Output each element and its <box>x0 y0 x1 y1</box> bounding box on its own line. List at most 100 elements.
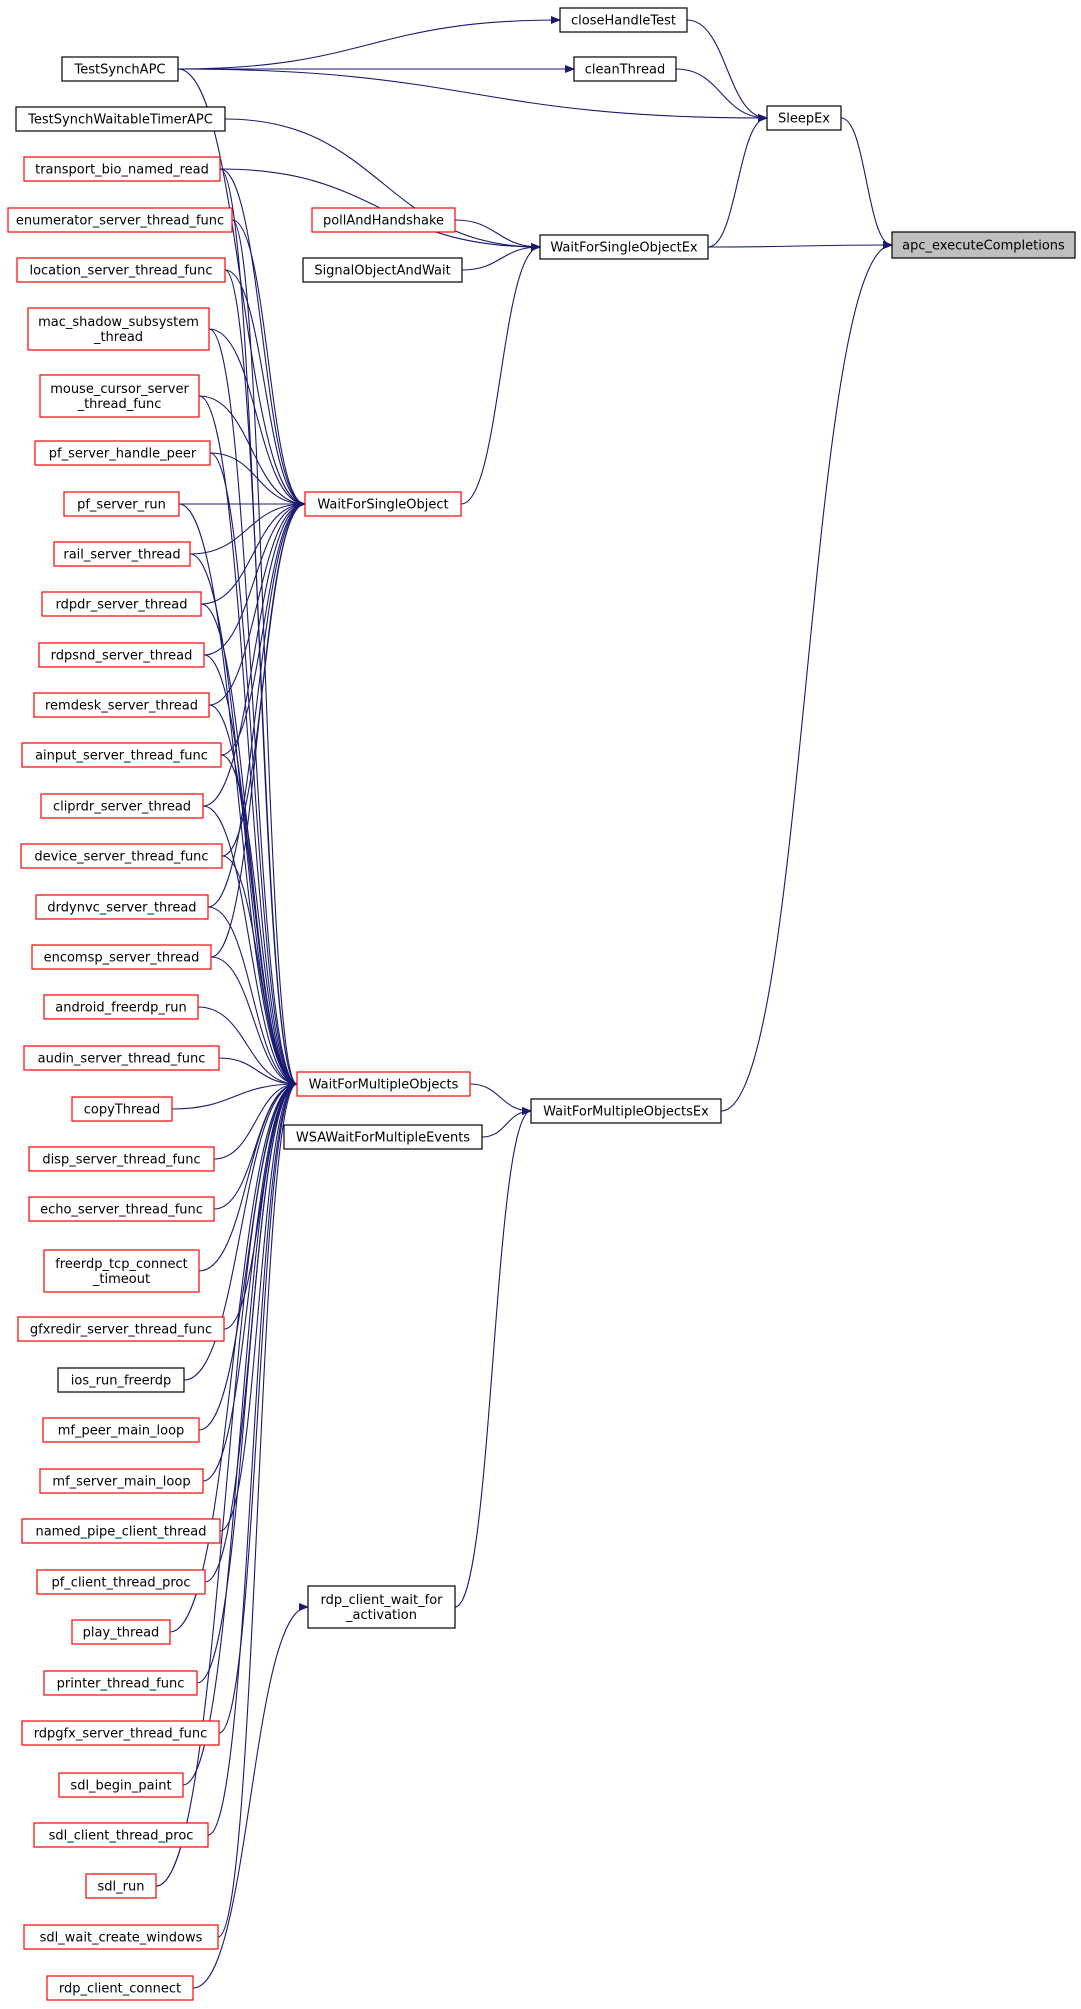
node-label: ios_run_freerdp <box>71 1374 171 1389</box>
edge-SignalObjectAndWait-to-WaitForSingleObjectEx <box>461 243 541 271</box>
node-mac_shadow_subsystem_thread[interactable]: mac_shadow_subsystem_thread <box>27 307 210 351</box>
node-WaitForMultipleObjectsEx[interactable]: WaitForMultipleObjectsEx <box>530 1098 722 1124</box>
edge-rdpsnd_server_thread-to-WaitForSingleObject <box>203 500 306 656</box>
node-rdp_client_connect[interactable]: rdp_client_connect <box>46 1975 194 2001</box>
node-remdesk_server_thread[interactable]: remdesk_server_thread <box>33 692 210 718</box>
node-box <box>41 591 202 617</box>
node-sdl_begin_paint[interactable]: sdl_begin_paint <box>58 1772 184 1798</box>
node-label: audin_server_thread_func <box>38 1052 206 1067</box>
node-rdpgfx_server_thread_func[interactable]: rdpgfx_server_thread_func <box>21 1720 220 1746</box>
node-cliprdr_server_thread[interactable]: cliprdr_server_thread <box>40 793 204 819</box>
node-rdp_client_wait_for_activation[interactable]: rdp_client_wait_for_activation <box>307 1585 456 1629</box>
node-box <box>21 742 222 768</box>
node-sdl_client_thread_proc[interactable]: sdl_client_thread_proc <box>33 1822 209 1848</box>
node-mf_server_main_loop[interactable]: mf_server_main_loop <box>39 1468 204 1494</box>
edge-TestSynchAPC-to-SleepEx <box>177 68 768 122</box>
node-gfxredir_server_thread_func[interactable]: gfxredir_server_thread_func <box>17 1316 225 1342</box>
node-pf_server_handle_peer[interactable]: pf_server_handle_peer <box>34 440 211 466</box>
node-box <box>311 207 456 233</box>
node-WSAWaitForMultipleEvents[interactable]: WSAWaitForMultipleEvents <box>283 1124 483 1150</box>
node-label: sdl_begin_paint <box>70 1779 171 1794</box>
node-WaitForSingleObject[interactable]: WaitForSingleObject <box>304 491 462 517</box>
edge-remdesk_server_thread-to-WaitForMultipleObjects <box>208 704 298 1088</box>
edge-SleepEx-to-apc_executeCompletions <box>840 117 893 249</box>
node-box <box>17 1316 225 1342</box>
node-box <box>23 1045 220 1071</box>
node-rdpsnd_server_thread[interactable]: rdpsnd_server_thread <box>38 642 205 668</box>
node-android_freerdp_run[interactable]: android_freerdp_run <box>43 994 199 1020</box>
node-play_thread[interactable]: play_thread <box>71 1619 171 1645</box>
node-cleanThread[interactable]: cleanThread <box>573 56 677 82</box>
node-audin_server_thread_func[interactable]: audin_server_thread_func <box>23 1045 220 1071</box>
node-freerdp_tcp_connect_timeout[interactable]: freerdp_tcp_connect_timeout <box>43 1249 200 1293</box>
node-TestSynchAPC[interactable]: TestSynchAPC <box>61 56 179 82</box>
node-label: echo_server_thread_func <box>40 1203 203 1218</box>
edge-printer_thread_func-to-WaitForMultipleObjects <box>196 1080 298 1684</box>
node-box <box>21 1720 220 1746</box>
edge-android_freerdp_run-to-WaitForMultipleObjects <box>197 1006 298 1088</box>
node-disp_server_thread_func[interactable]: disp_server_thread_func <box>28 1146 215 1172</box>
node-SleepEx[interactable]: SleepEx <box>766 105 842 131</box>
node-box <box>40 793 204 819</box>
node-label: pf_server_run <box>77 498 166 513</box>
node-copyThread[interactable]: copyThread <box>71 1096 173 1122</box>
node-ios_run_freerdp[interactable]: ios_run_freerdp <box>57 1367 185 1393</box>
edge-pf_server_run-to-WaitForMultipleObjects <box>178 503 298 1088</box>
node-device_server_thread_func[interactable]: device_server_thread_func <box>20 843 223 869</box>
node-enumerator_server_thread_func[interactable]: enumerator_server_thread_func <box>7 207 233 233</box>
node-label: android_freerdp_run <box>55 1001 186 1016</box>
node-pollAndHandshake[interactable]: pollAndHandshake <box>311 207 456 233</box>
node-label: sdl_wait_create_windows <box>40 1931 203 1946</box>
node-box <box>36 1569 206 1595</box>
node-TestSynchWaitableTimerAPC[interactable]: TestSynchWaitableTimerAPC <box>15 106 226 132</box>
node-label: pollAndHandshake <box>323 214 444 229</box>
node-drdynvc_server_thread[interactable]: drdynvc_server_thread <box>35 894 209 920</box>
edge-ios_run_freerdp-to-WaitForMultipleObjects <box>183 1080 298 1381</box>
node-layer: apc_executeCompletionscloseHandleTestSle… <box>7 7 1076 2001</box>
edge-rdp_client_wait_for_activation-to-WaitForMultipleObjectsEx <box>454 1107 532 1608</box>
node-label: play_thread <box>83 1626 160 1641</box>
node-mouse_cursor_server_thread_func[interactable]: mouse_cursor_server_thread_func <box>39 374 200 418</box>
node-echo_server_thread_func[interactable]: echo_server_thread_func <box>28 1196 215 1222</box>
edge-copyThread-to-WaitForMultipleObjects <box>171 1080 298 1110</box>
edge-mac_shadow_subsystem_thread-to-WaitForMultipleObjects <box>208 328 298 1088</box>
node-rdpdr_server_thread[interactable]: rdpdr_server_thread <box>41 591 202 617</box>
node-closeHandleTest[interactable]: closeHandleTest <box>559 7 688 33</box>
edge-rdpgfx_server_thread_func-to-WaitForMultipleObjects <box>218 1080 298 1734</box>
node-box <box>39 1468 204 1494</box>
node-box <box>63 491 180 517</box>
node-mf_peer_main_loop[interactable]: mf_peer_main_loop <box>42 1417 200 1443</box>
node-SignalObjectAndWait[interactable]: SignalObjectAndWait <box>302 257 463 283</box>
node-box <box>7 207 233 233</box>
edge-mouse_cursor_server_thread_func-to-WaitForMultipleObjects <box>198 395 298 1088</box>
edge-device_server_thread_func-to-WaitForMultipleObjects <box>221 855 298 1088</box>
node-sdl_wait_create_windows[interactable]: sdl_wait_create_windows <box>23 1924 219 1950</box>
node-encomsp_server_thread[interactable]: encomsp_server_thread <box>31 944 212 970</box>
node-label: ainput_server_thread_func <box>35 749 208 764</box>
node-location_server_thread_func[interactable]: location_server_thread_func <box>16 257 226 283</box>
node-pf_server_run[interactable]: pf_server_run <box>63 491 180 517</box>
node-WaitForSingleObjectEx[interactable]: WaitForSingleObjectEx <box>539 234 709 260</box>
node-box <box>307 1585 456 1629</box>
node-label: rail_server_thread <box>63 548 180 563</box>
node-rail_server_thread[interactable]: rail_server_thread <box>53 541 191 567</box>
node-transport_bio_named_read[interactable]: transport_bio_named_read <box>23 156 221 182</box>
node-pf_client_thread_proc[interactable]: pf_client_thread_proc <box>36 1569 206 1595</box>
node-WaitForMultipleObjects[interactable]: WaitForMultipleObjects <box>296 1071 471 1097</box>
node-printer_thread_func[interactable]: printer_thread_func <box>43 1670 198 1696</box>
edge-sdl_wait_create_windows-to-WaitForMultipleObjects <box>217 1080 298 1938</box>
edge-play_thread-to-WaitForMultipleObjects <box>169 1080 298 1633</box>
edge-mf_server_main_loop-to-WaitForMultipleObjects <box>202 1080 298 1482</box>
node-box <box>71 1096 173 1122</box>
node-label: WSAWaitForMultipleEvents <box>296 1131 470 1146</box>
node-label: _activation <box>345 1608 417 1623</box>
node-ainput_server_thread_func[interactable]: ainput_server_thread_func <box>21 742 222 768</box>
edge-rail_server_thread-to-WaitForSingleObject <box>189 500 306 555</box>
node-sdl_run[interactable]: sdl_run <box>85 1873 157 1899</box>
node-label: pf_client_thread_proc <box>51 1576 190 1591</box>
edge-WaitForSingleObjectEx-to-SleepEx <box>707 114 768 248</box>
node-label: SignalObjectAndWait <box>314 264 450 279</box>
node-box <box>16 257 226 283</box>
node-named_pipe_client_thread[interactable]: named_pipe_client_thread <box>21 1518 221 1544</box>
edge-rdpdr_server_thread-to-WaitForSingleObject <box>200 500 306 605</box>
